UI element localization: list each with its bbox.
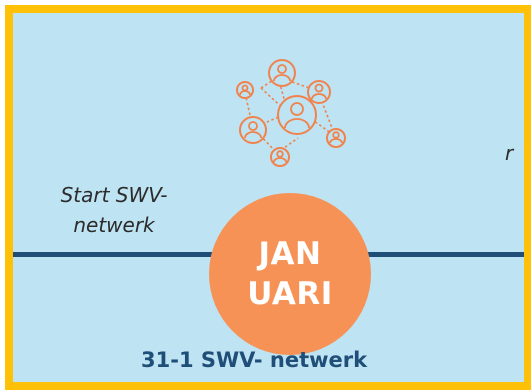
bottom-label: 31-1 SWV- netwerk — [141, 348, 368, 372]
month-line2: UARI — [247, 276, 333, 312]
network-people-icon — [236, 59, 346, 167]
start-label: Start SWV- netwerk — [44, 180, 184, 240]
month-line1: JAN — [258, 236, 322, 272]
slide-frame: Start SWV- netwerk r JAN UARI 31-1 SWV- … — [5, 5, 531, 390]
start-label-line2: netwerk — [73, 213, 155, 237]
edge-label: r — [505, 141, 514, 165]
month-circle: JAN UARI — [209, 193, 371, 355]
start-label-line1: Start SWV- — [60, 183, 168, 207]
